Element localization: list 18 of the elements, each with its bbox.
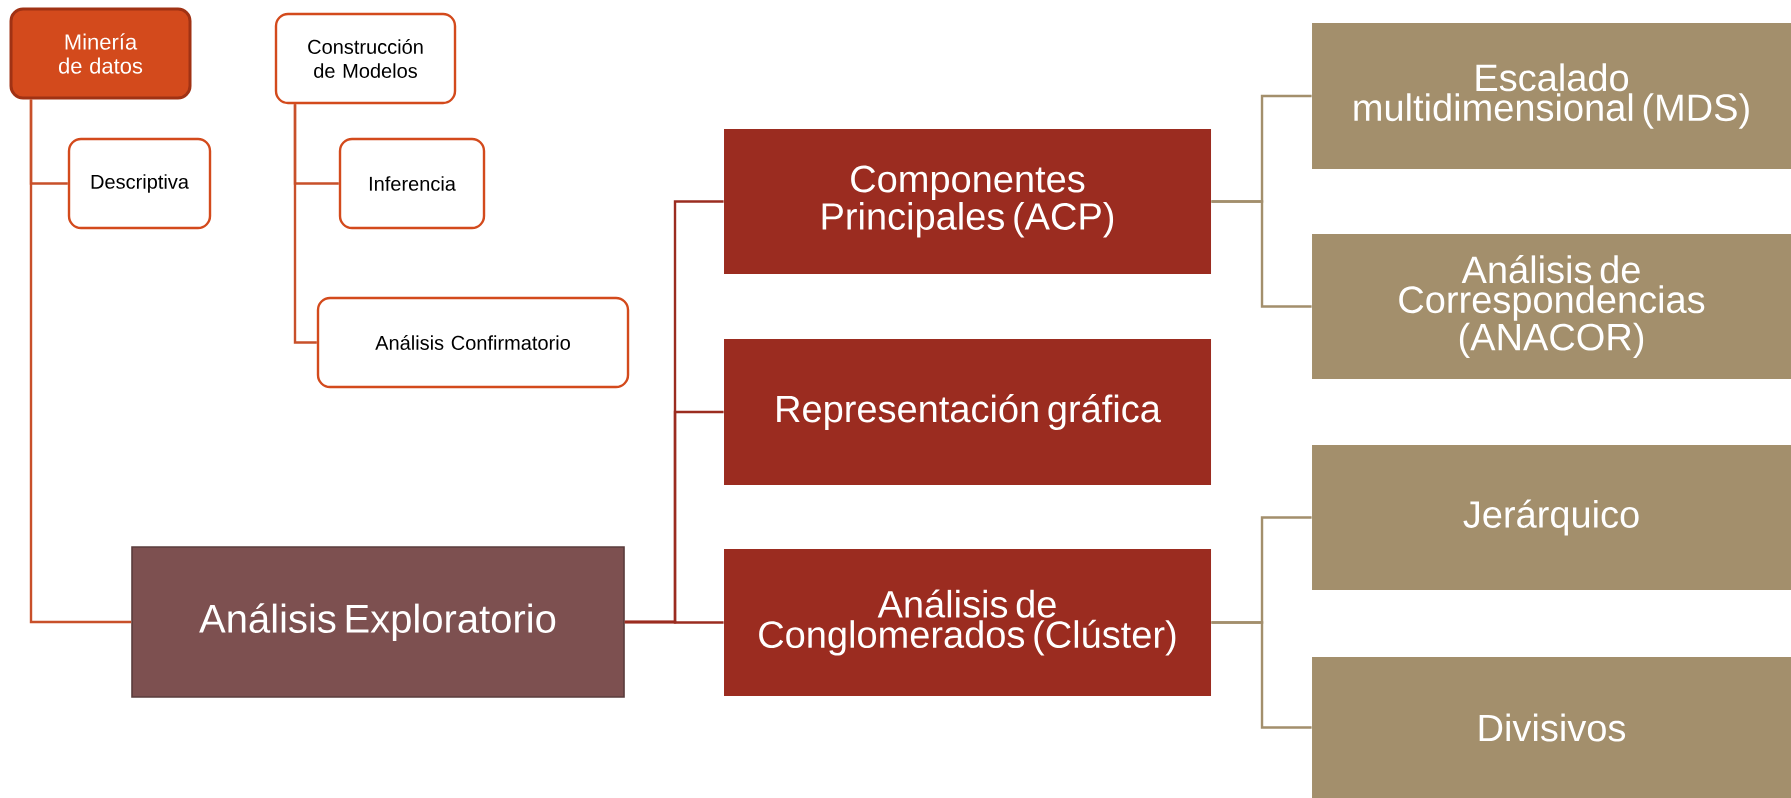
outline-box: Descriptiva xyxy=(67,137,212,230)
process-box: Representación gráfica xyxy=(724,339,1211,485)
minery-box: Minería de datos xyxy=(9,7,192,100)
connector-line xyxy=(624,620,724,624)
process-box: Análisis de Conglomerados (Clúster) xyxy=(724,549,1211,696)
outline-box: Construcción de Modelos xyxy=(274,12,457,105)
connector-line xyxy=(29,99,132,624)
process-box: Jerárquico xyxy=(1312,445,1791,590)
connector-line xyxy=(1211,200,1312,308)
outline-box: Análisis Confirmatorio xyxy=(316,296,630,389)
process-box: Análisis de Correspondencias (ANACOR) xyxy=(1312,234,1791,379)
connector-line xyxy=(293,104,317,344)
process-box: Análisis Exploratorio xyxy=(131,546,625,698)
connector-line xyxy=(1211,621,1312,729)
outline-box: Inferencia xyxy=(338,137,486,230)
process-box: Divisivos xyxy=(1312,657,1791,798)
process-box: Componentes Principales (ACP) xyxy=(724,129,1211,274)
process-box: Escalado multidimensional (MDS) xyxy=(1312,23,1791,169)
